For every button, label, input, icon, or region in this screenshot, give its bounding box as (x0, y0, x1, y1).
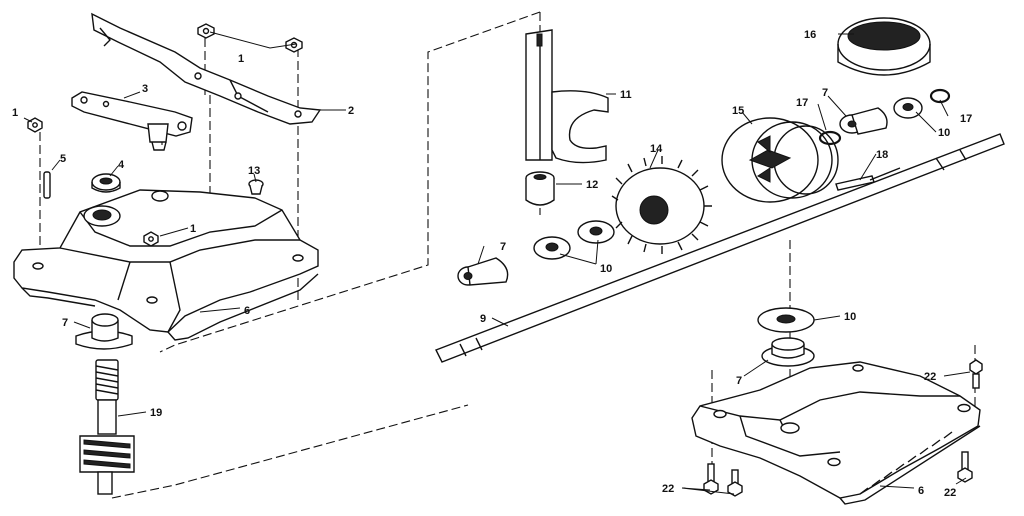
callout-1-housing: 1 (190, 223, 196, 235)
washer-part-10-mid-b (533, 236, 571, 260)
bushing-part-7-mid (457, 257, 509, 286)
snap-ring-part-17-mid (818, 130, 842, 146)
shift-fork-part-11 (525, 29, 609, 164)
washer-part-10-upper-right (893, 97, 923, 119)
callout-10-mid: 10 (600, 263, 612, 275)
washer-part-10-lower (757, 307, 815, 333)
washer-part-10-mid-a (577, 220, 615, 244)
bushing-part-7-left (75, 313, 133, 350)
bushing-part-7-upper-right (839, 107, 888, 135)
callout-19: 19 (150, 407, 162, 419)
callout-7-mid: 7 (500, 241, 506, 253)
callout-1-top: 1 (238, 53, 244, 65)
callout-15: 15 (732, 105, 744, 117)
callout-7-upper-right: 7 (822, 87, 828, 99)
callout-18: 18 (876, 149, 888, 161)
leader-lines (23, 31, 971, 495)
worm-shaft-part-19 (79, 359, 135, 495)
callout-2: 2 (348, 105, 354, 117)
callout-5: 5 (60, 153, 66, 165)
callout-6-lower: 6 (918, 485, 924, 497)
callout-17-right: 17 (960, 113, 972, 125)
callout-16: 16 (804, 29, 816, 41)
spacer-part-12 (525, 171, 555, 206)
nut-part-1-top-a (197, 23, 215, 39)
callout-22-right: 22 (924, 371, 936, 383)
main-shaft-part-9 (435, 133, 1005, 363)
housing-part-6-upper (13, 189, 319, 341)
housing-part-6-lower (691, 361, 981, 505)
callout-7-left: 7 (62, 317, 68, 329)
callout-6-upper: 6 (244, 305, 250, 317)
gear-part-14 (611, 156, 712, 254)
ring-part-16 (837, 17, 931, 76)
callout-22-left: 22 (662, 483, 674, 495)
nut-part-1-housing (143, 231, 159, 247)
lever-part-3 (71, 91, 193, 151)
callout-17-mid: 17 (796, 97, 808, 109)
callout-7-lower-right: 7 (736, 375, 742, 387)
nut-part-1-left (27, 117, 43, 133)
callout-10-upper-right: 10 (938, 127, 950, 139)
bolt-part-22-bottom-right (957, 451, 973, 483)
bracket-part-2 (91, 12, 322, 125)
callout-3: 3 (142, 83, 148, 95)
callout-12: 12 (586, 179, 598, 191)
clutch-drum-part-15 (721, 117, 839, 203)
callout-9: 9 (480, 313, 486, 325)
callout-labels: 1 1 1 2 3 4 5 6 6 7 7 7 7 9 10 10 10 11 … (12, 29, 972, 499)
callout-10-lower: 10 (844, 311, 856, 323)
callout-4: 4 (118, 159, 125, 171)
snap-ring-part-17-right (929, 88, 951, 104)
callout-13: 13 (248, 165, 260, 177)
washer-part-4 (91, 173, 121, 193)
bolt-part-22-left (703, 463, 743, 497)
bushing-part-7-lower-right (761, 337, 815, 367)
plug-part-13 (248, 179, 264, 195)
pin-part-5 (43, 171, 51, 199)
bolt-part-22-right (969, 359, 983, 389)
callout-1-left: 1 (12, 107, 18, 119)
callout-11: 11 (620, 89, 632, 101)
callout-22-bottom-right: 22 (944, 487, 956, 499)
callout-14: 14 (650, 143, 663, 155)
